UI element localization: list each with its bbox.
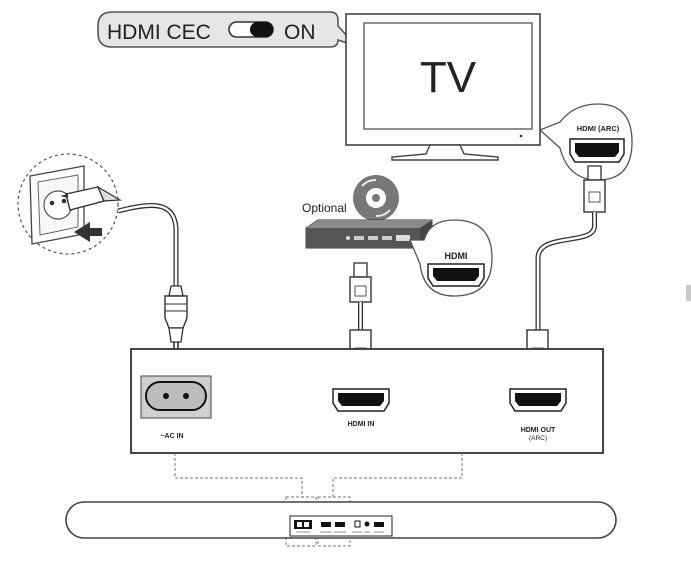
wall-outlet [17,153,122,255]
ac-in-label: ~AC IN [160,433,183,440]
hdmi-out-label: HDMI OUT [521,427,556,434]
bluray-player [305,219,433,249]
scrollbar-thumb[interactable] [686,285,691,301]
cec-toggle-switch [228,21,274,38]
player-hdmi-callout: HDMI [409,219,493,297]
hdmi-out-port [509,388,567,412]
power-cable [117,202,179,288]
tv-hdmi-arc-label: HDMI (ARC) [577,124,620,133]
tv-hdmi-arc-callout: HDMI (ARC) [538,103,633,181]
optional-label: Optional [302,201,347,215]
player-hdmi-label: HDMI [445,251,468,261]
hdmi-cec-label: HDMI CEC [107,21,211,44]
soundbar [65,501,617,539]
cec-state-label: ON [284,21,316,44]
tv: TV [345,13,541,161]
power-plug-c7 [164,285,188,350]
soundbar-rear-panel: ~AC IN HDMI IN HDMI OUT (ARC) [130,348,604,454]
disc-icon [353,175,399,221]
hdmi-port-icon [427,263,485,287]
insert-arrow-icon [74,222,102,242]
tv-label: TV [420,53,477,102]
hdmi-in-port [332,388,390,412]
hdmi-cec-callout: HDMI CEC ON [97,11,359,48]
hdmi-in-label: HDMI IN [348,421,375,428]
ac-inlet [140,375,212,419]
hdmi-out-arc-label: (ARC) [529,435,547,442]
hdmi-port-icon [569,138,625,163]
